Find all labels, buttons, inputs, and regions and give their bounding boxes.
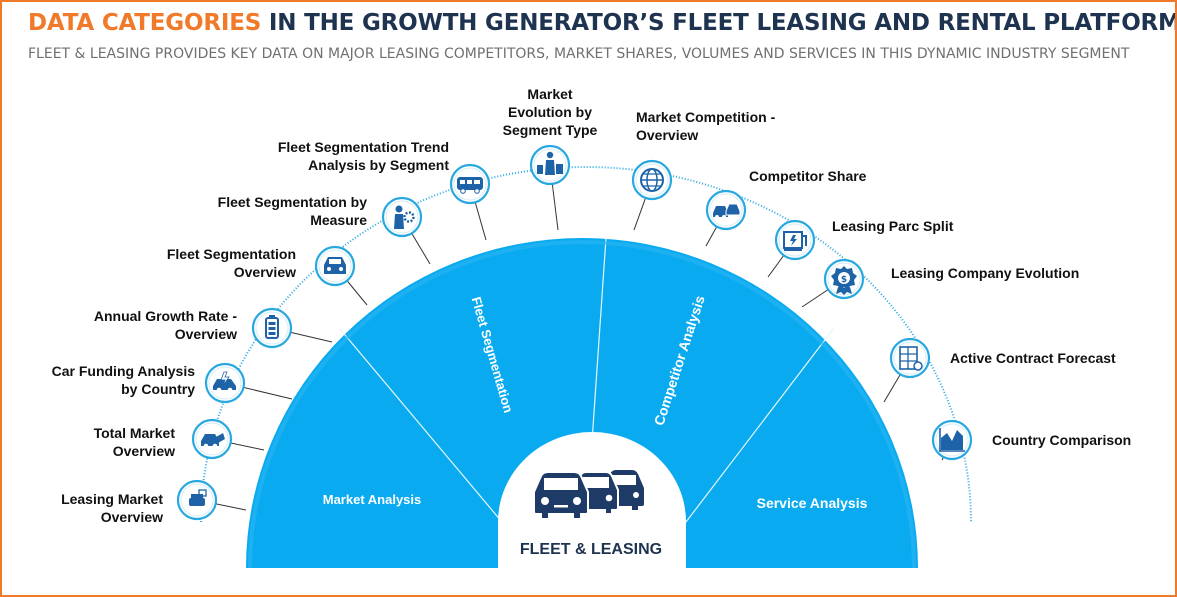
divider-market-fleet xyxy=(339,328,503,523)
title-accent: DATA CATEGORIES xyxy=(28,10,262,36)
segment-label-service-analysis: Service Analysis xyxy=(757,495,868,511)
person-gear-icon xyxy=(381,196,423,238)
category-label-competitor-share: Competitor Share xyxy=(749,168,867,184)
page-subtitle: FLEET & LEASING PROVIDES KEY DATA ON MAJ… xyxy=(28,46,1130,62)
semicircle-base xyxy=(246,238,918,568)
leasing-market-icon xyxy=(176,479,218,521)
divider-competitor-service xyxy=(685,327,835,523)
segment-label-market-analysis: Market Analysis xyxy=(323,492,422,507)
category-label-leasing-parc-split: Leasing Parc Split xyxy=(832,218,954,234)
category-label-market-competition: Market Competition -Overview xyxy=(636,109,776,143)
category-label-active-contract-forecast: Active Contract Forecast xyxy=(950,350,1116,366)
globe-icon xyxy=(631,159,673,201)
traveler-luggage-icon xyxy=(529,144,571,186)
battery-icon xyxy=(251,307,293,349)
category-label-leasing-company-evolution: Leasing Company Evolution xyxy=(891,265,1080,281)
car-front-icon xyxy=(314,245,356,287)
electric-car-icon xyxy=(204,362,246,404)
charging-station-icon xyxy=(774,219,816,261)
three-cars-icon xyxy=(533,470,644,520)
svg-text:$: $ xyxy=(841,275,847,285)
contract-grid-icon xyxy=(889,337,931,379)
cars-icon xyxy=(705,189,747,231)
outer-arc xyxy=(200,166,972,523)
category-label-annual-growth-rate: Annual Growth Rate -Overview xyxy=(93,308,237,342)
title-rest: IN THE GROWTH GENERATOR’S FLEET LEASING … xyxy=(268,10,1177,36)
car-tag-icon xyxy=(191,418,233,460)
bus-icon xyxy=(449,163,491,205)
page-title: DATA CATEGORIES IN THE GROWTH GENERATOR’… xyxy=(28,10,1177,36)
category-label-country-comparison: Country Comparison xyxy=(992,432,1132,448)
area-chart-icon xyxy=(931,419,973,461)
award-badge-icon: $ xyxy=(823,258,865,300)
center-label: FLEET & LEASING xyxy=(520,541,662,558)
